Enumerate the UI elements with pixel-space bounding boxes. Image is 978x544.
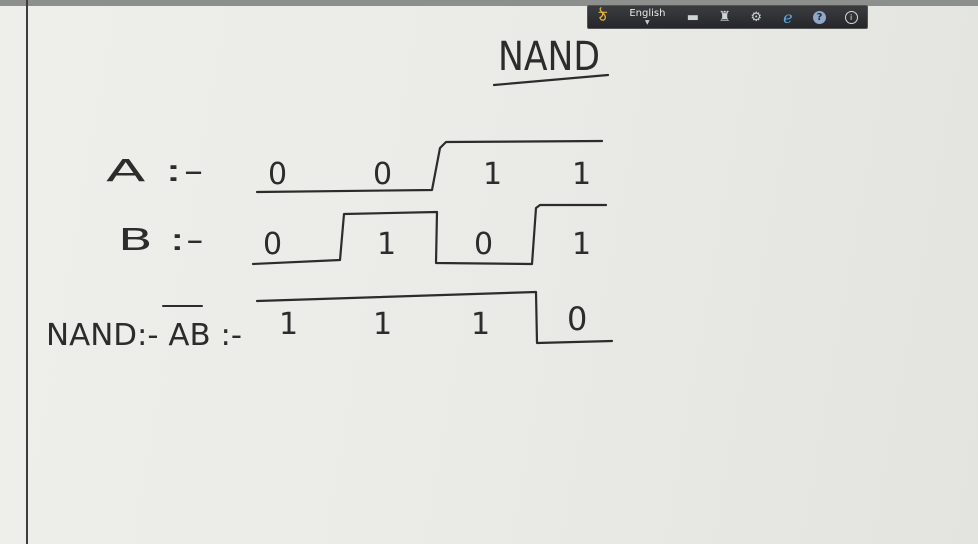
row-label-b: B :- (118, 223, 204, 258)
waveform-a (255, 139, 604, 194)
waveform-nand (255, 290, 614, 345)
settings-gear-icon[interactable]: ⚙ (750, 9, 763, 25)
chevron-down-icon: ▼ (645, 18, 650, 26)
value-b-1: 0 (263, 227, 282, 262)
board-left-edge (26, 0, 28, 544)
language-bar[interactable]: ঠ English ▼ ▬ ♜ ⚙ e ? i (587, 5, 868, 29)
value-b-3: 0 (474, 227, 493, 262)
value-a-3: 1 (483, 157, 502, 192)
pen-hand-icon[interactable]: ♜ (718, 9, 731, 25)
value-b-4: 1 (572, 227, 591, 262)
board-top-frame (0, 0, 978, 6)
value-nand-3: 1 (471, 307, 490, 342)
help-icon[interactable]: ? (804, 6, 836, 28)
waveform-b (251, 203, 608, 266)
internet-explorer-icon[interactable]: e (783, 7, 793, 27)
row-label-nand: NAND:- AB :- (46, 318, 242, 353)
value-b-2: 1 (377, 227, 396, 262)
info-icon[interactable]: i (835, 6, 867, 28)
value-a-2: 0 (373, 157, 392, 192)
value-a-4: 1 (572, 157, 591, 192)
ime-glyph: ঠ (599, 9, 607, 25)
language-selector[interactable]: English ▼ (618, 6, 677, 28)
title-underline (492, 73, 610, 87)
board-title: NAND (498, 34, 600, 80)
value-nand-1: 1 (279, 307, 298, 342)
ime-bangla-icon[interactable]: ঠ (588, 6, 618, 28)
keyboard-icon[interactable]: ▬ (686, 9, 700, 25)
value-a-1: 0 (268, 157, 287, 192)
row-label-a: A :- (106, 154, 204, 189)
language-label: English (629, 7, 666, 19)
value-nand-2: 1 (373, 307, 392, 342)
value-nand-4: 0 (567, 300, 587, 338)
